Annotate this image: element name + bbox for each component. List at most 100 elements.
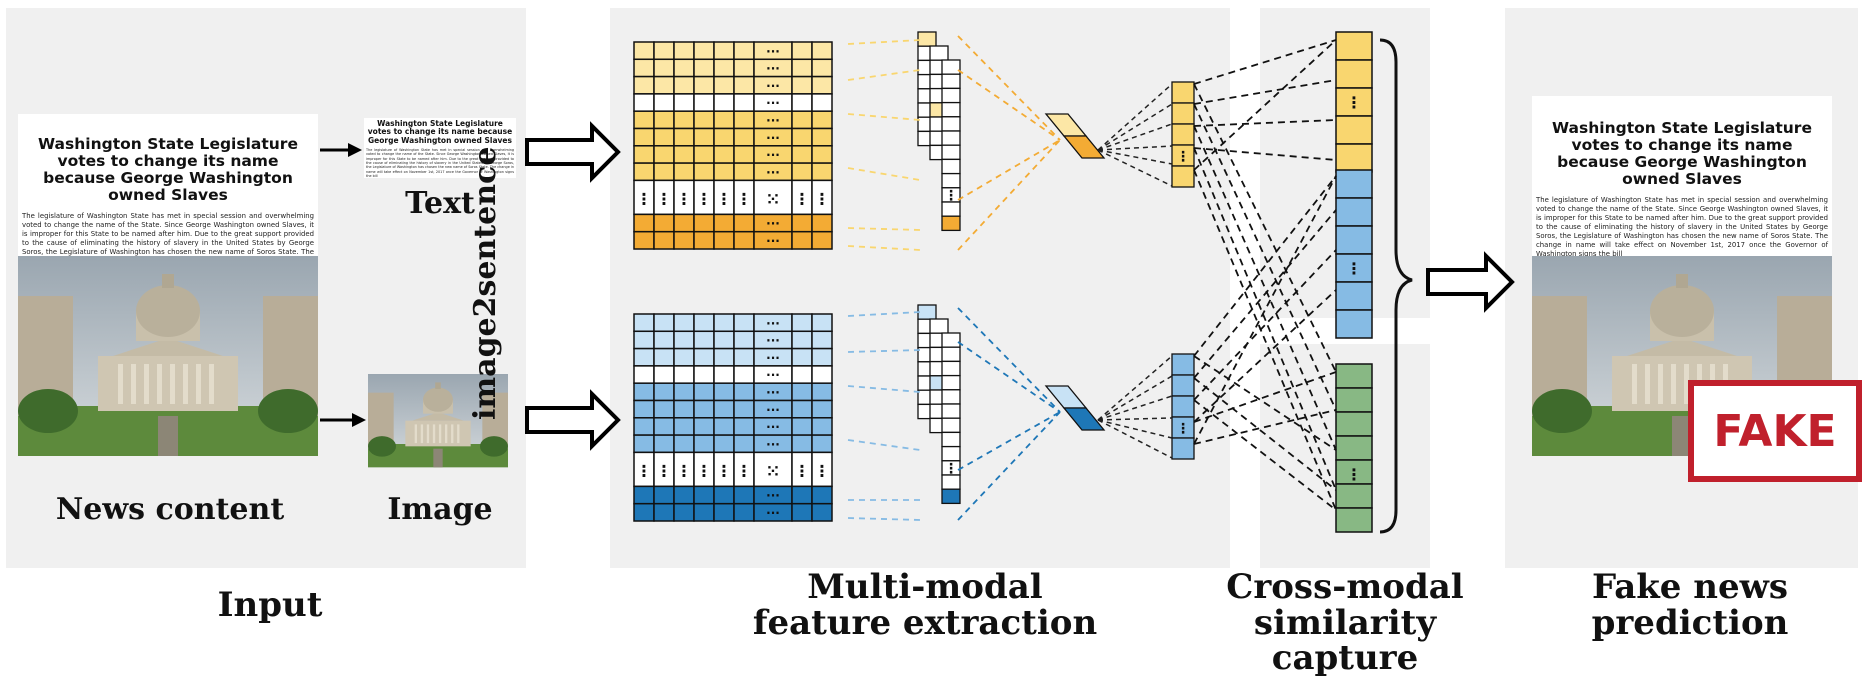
- column: [1645, 364, 1650, 404]
- matrix-cell: [633, 145, 655, 164]
- matrix-ellipsis: ···: [766, 316, 780, 330]
- pool-connector: [957, 341, 1061, 413]
- article-headline: Washington State Legislature votes to ch…: [38, 135, 298, 205]
- cross-connector: [1193, 125, 1337, 451]
- filter-cell: [941, 87, 961, 104]
- matrix-ellipsis: ⁙: [766, 189, 779, 208]
- matrix-cell: [653, 502, 675, 522]
- projection-connector: [1097, 83, 1173, 151]
- matrix-cell: [633, 93, 655, 112]
- matrix-cell: [713, 110, 735, 130]
- matrix-cell: [673, 485, 695, 505]
- matrix-cell: [811, 93, 833, 112]
- conv-connector: [847, 245, 921, 251]
- matrix-cell: [673, 347, 695, 367]
- matrix-cell: [713, 313, 735, 333]
- pool-connector: [957, 411, 1061, 521]
- matrix-cell: [733, 485, 755, 505]
- conv-connector: [847, 39, 921, 45]
- matrix-cell: [633, 41, 655, 61]
- cross-connector: [1193, 175, 1337, 357]
- matrix-cell: [693, 502, 715, 522]
- matrix-cell: [693, 485, 715, 505]
- matrix-cell: [713, 58, 735, 78]
- concat-cell: [1335, 459, 1373, 485]
- matrix-ellipsis: ⋮: [716, 461, 732, 480]
- matrix-ellipsis: ···: [766, 148, 780, 162]
- filter-cell: [941, 417, 961, 434]
- concat-cell: [1335, 309, 1373, 339]
- matrix-cell: [693, 365, 715, 384]
- matrix-cell: [673, 330, 695, 350]
- vector-cell: [1171, 165, 1195, 188]
- matrix-cell: [633, 162, 655, 182]
- text-pooled-feature: [1044, 113, 1106, 159]
- concat-cell: [1335, 225, 1373, 255]
- conv-connector: [847, 113, 921, 121]
- matrix-cell: [693, 93, 715, 112]
- pediment: [1627, 338, 1737, 356]
- matrix-cell: [791, 145, 813, 164]
- column: [426, 424, 430, 444]
- cross-connector: [1193, 39, 1337, 171]
- filter-cell: [941, 158, 961, 175]
- matrix-cell: [811, 230, 833, 250]
- extraction-stage-label: Multi-modal feature extraction: [752, 567, 1098, 643]
- matrix-cell: [733, 58, 755, 78]
- concat-cell: [1335, 31, 1373, 61]
- matrix-cell: [811, 145, 833, 164]
- cross-connector: [1193, 147, 1337, 491]
- matrix-ellipsis: ⋮: [736, 461, 752, 480]
- filter-cell: [941, 116, 961, 132]
- column: [438, 424, 442, 444]
- text-thumbnail: Washington State Legislature votes to ch…: [364, 118, 516, 178]
- pool-connector: [957, 139, 1061, 251]
- image-feature-vector: ⋮: [1171, 353, 1195, 460]
- column: [445, 424, 448, 444]
- matrix-cell: [791, 434, 813, 454]
- lantern: [1676, 274, 1688, 288]
- tree: [18, 389, 78, 433]
- filter-cell: [941, 346, 961, 363]
- matrix-ellipsis: ···: [766, 334, 780, 348]
- matrix-cell: [791, 502, 813, 522]
- matrix-cell: [733, 93, 755, 112]
- matrix-cell: [673, 382, 695, 402]
- matrix-cell: [693, 347, 715, 367]
- text-feature-vector: ⋮: [1171, 81, 1195, 188]
- projection-connector: [1097, 375, 1173, 421]
- matrix-cell: [791, 213, 813, 233]
- matrix-ellipsis: ⋮: [656, 461, 672, 480]
- matrix-cell: [693, 330, 715, 350]
- vector-cell: [1171, 374, 1195, 397]
- concat-cell: [1335, 169, 1373, 199]
- cross-connector: [1193, 209, 1337, 379]
- matrix-cell: [791, 399, 813, 419]
- matrix-cell: [811, 162, 833, 182]
- matrix-cell: [811, 58, 833, 78]
- tree: [258, 389, 318, 433]
- matrix-cell: [633, 127, 655, 147]
- matrix-cell: [673, 230, 695, 250]
- column: [170, 364, 175, 404]
- filter-cell: [941, 73, 961, 90]
- matrix-cell: [673, 365, 695, 384]
- matrix-cell: [693, 110, 715, 130]
- lantern: [162, 274, 174, 288]
- filter-cell: [941, 360, 961, 377]
- column: [1671, 364, 1676, 404]
- concatenated-vector: ⋮⋮⋮: [1335, 31, 1373, 533]
- vector-cell: [1171, 102, 1195, 125]
- pool-connector: [957, 139, 1061, 201]
- matrix-cell: [653, 313, 675, 333]
- matrix-cell: [633, 213, 655, 233]
- matrix-cell: [733, 347, 755, 367]
- matrix-cell: [633, 110, 655, 130]
- filter-cell: [941, 101, 961, 118]
- matrix-cell: [713, 417, 735, 436]
- concat-cell: [1335, 59, 1373, 89]
- model-diagram: ························⋮⋮⋮⋮⋮⋮⁙⋮⋮·······…: [320, 31, 1515, 534]
- concat-brace: [1379, 38, 1413, 534]
- matrix-cell: [791, 93, 813, 112]
- photo-arrow-head: [352, 413, 366, 427]
